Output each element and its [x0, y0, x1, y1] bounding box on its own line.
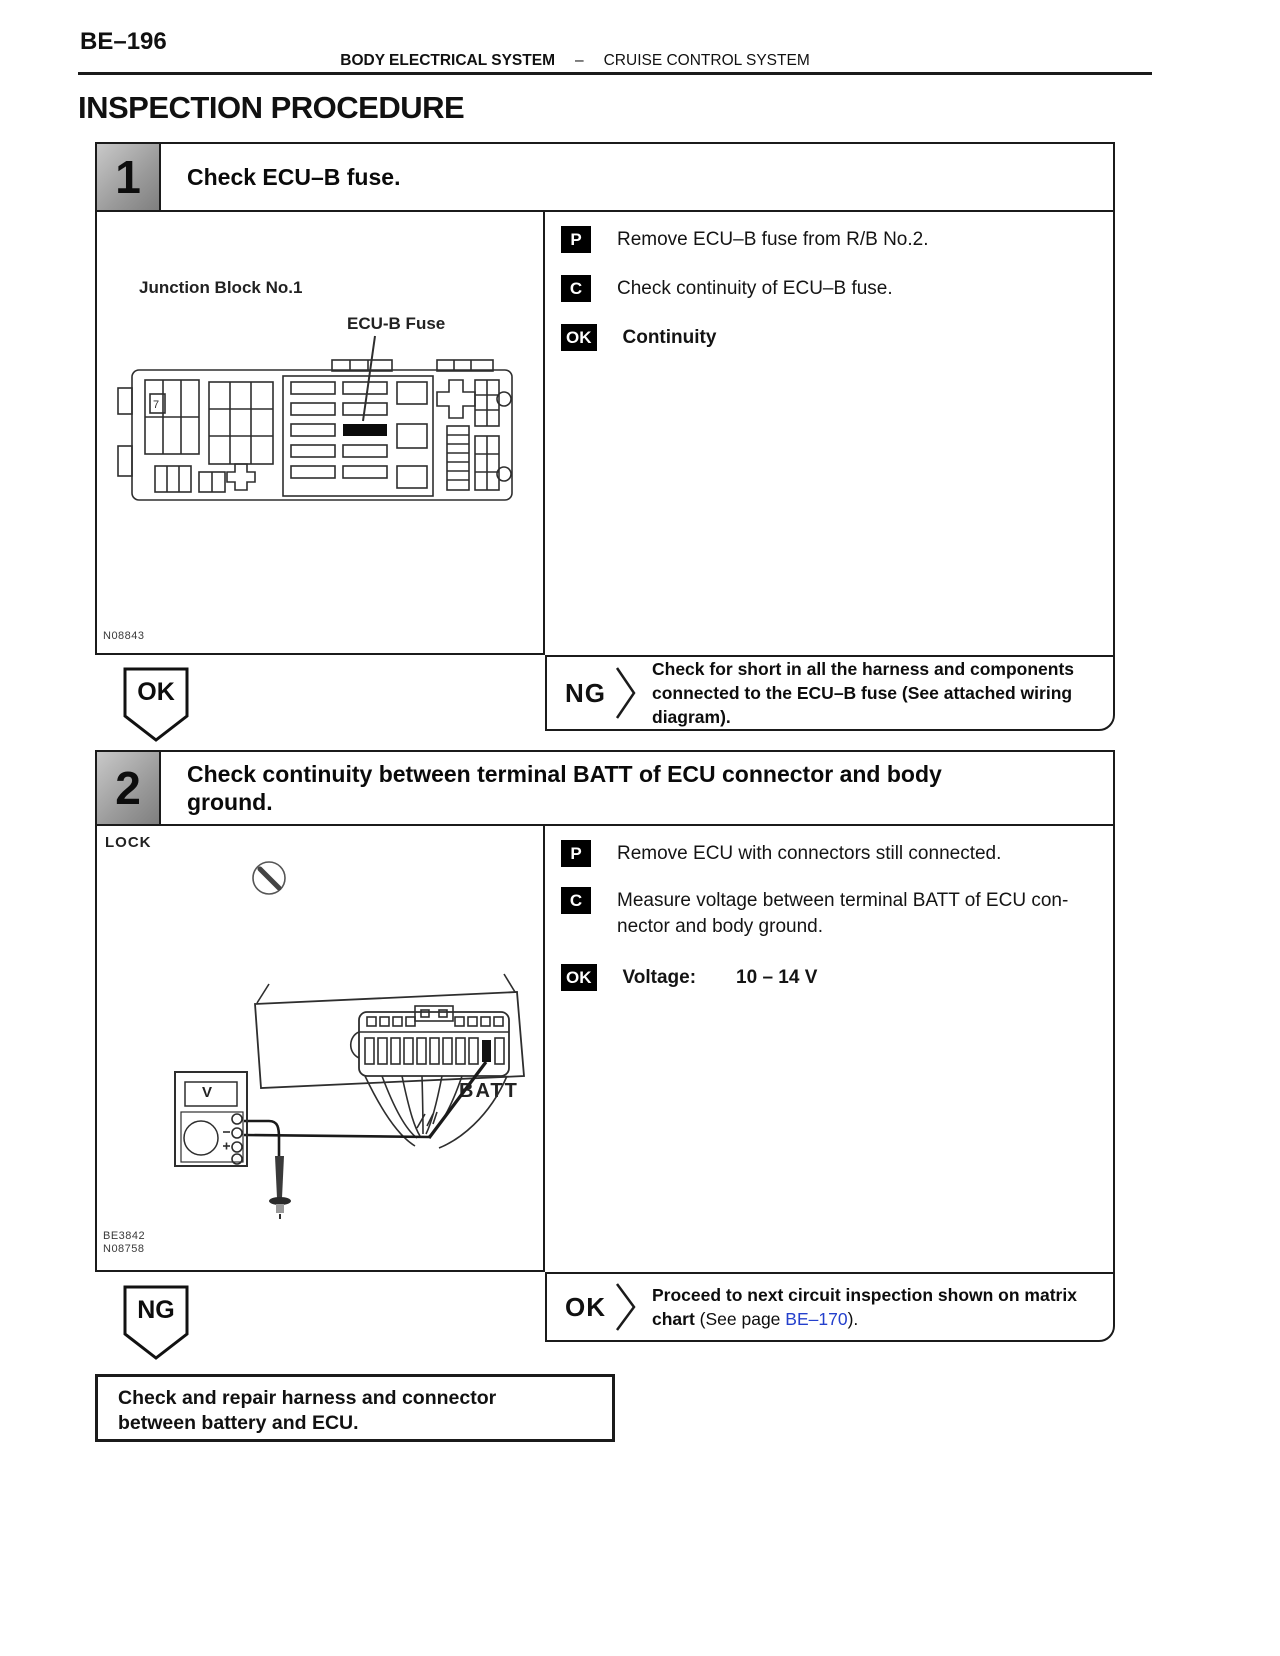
figure-code-step1: N08843: [103, 630, 145, 642]
instruction-row-prepare: P Remove ECU–B fuse from R/B No.2.: [561, 226, 1113, 253]
step-1-figure-cell: Junction Block No.1 ECU-B Fuse: [95, 212, 545, 655]
page-title: INSPECTION PROCEDURE: [78, 90, 465, 125]
prepare-badge: P: [561, 226, 591, 253]
figure-code-step2: BE3842 N08758: [103, 1230, 146, 1255]
step-1-title: Check ECU–B fuse.: [187, 164, 401, 190]
footer-action-text: between battery and ECU.: [118, 1412, 359, 1434]
ok-badge: OK: [561, 324, 597, 351]
section-title-divider: –: [574, 52, 584, 69]
instruction-row-ok: OK Continuity: [561, 324, 1113, 351]
branch-chevron-icon: [615, 1283, 636, 1331]
page-link-be-170[interactable]: BE–170: [785, 1309, 848, 1329]
instruction-row-ok: OK Voltage: 10 – 14 V: [561, 964, 1113, 991]
instruction-text: Remove ECU–B fuse from R/B No.2.: [617, 229, 929, 250]
instruction-text: Continuity: [622, 327, 717, 348]
step-1-number: 1: [97, 144, 161, 210]
section-title: BODY ELECTRICAL SYSTEM – CRUISE CONTROL …: [80, 52, 1070, 70]
flag-shape: [123, 1285, 189, 1360]
voltage-label: Voltage:: [622, 967, 697, 988]
section-title-right: CRUISE CONTROL SYSTEM: [603, 52, 810, 69]
step-1-instruction-cell: P Remove ECU–B fuse from R/B No.2. C Che…: [545, 212, 1115, 655]
footer-action-box: Check and repair harness and connector b…: [95, 1374, 615, 1442]
step-2-ok-branch: OK Proceed to next circuit inspection sh…: [545, 1272, 1115, 1342]
ok-branch-text: Proceed to next circuit inspection shown…: [652, 1285, 1077, 1329]
instruction-text: Measure voltage between terminal BATT of…: [617, 890, 1069, 937]
step-1-ng-branch: NG Check for short in all the harness an…: [545, 655, 1115, 731]
ok-flag-label: OK: [137, 678, 175, 706]
step-1-header: 1 Check ECU–B fuse.: [95, 142, 1115, 212]
step-2-title: Check continuity between terminal BATT o…: [187, 761, 942, 815]
voltmeter-display-label: V: [201, 1084, 212, 1101]
step-2-figure-cell: LOCK BATT V: [95, 826, 545, 1272]
fuse-cavity-number: 7: [153, 399, 159, 411]
branch-chevron-icon: [615, 667, 636, 719]
step-2-ng-flag: NG: [122, 1284, 190, 1362]
lock-label: LOCK: [105, 834, 152, 851]
ok-label: OK: [565, 1291, 606, 1322]
ng-label: NG: [565, 677, 606, 708]
check-badge: C: [561, 275, 591, 302]
voltage-value: 10 – 14 V: [736, 967, 818, 988]
instruction-text: Check continuity of ECU–B fuse.: [617, 278, 893, 299]
instruction-text: Remove ECU with connectors still connect…: [617, 843, 1002, 864]
header-rule: [78, 72, 1152, 75]
instruction-row-check: C Check continuity of ECU–B fuse.: [561, 275, 1113, 302]
footer-action-text: Check and repair harness and connector: [118, 1387, 497, 1409]
step-2-number: 2: [97, 752, 161, 824]
ecu-b-fuse-label: ECU-B Fuse: [347, 314, 446, 333]
flag-shape: [123, 667, 189, 742]
step-2-instruction-cell: P Remove ECU with connectors still conne…: [545, 826, 1115, 1272]
instruction-row-check: C Measure voltage between terminal BATT …: [561, 887, 1113, 940]
step-1-ok-flag: OK: [122, 666, 190, 744]
section-title-left: BODY ELECTRICAL SYSTEM: [340, 52, 555, 69]
prepare-badge: P: [561, 840, 591, 867]
ng-flag-label: NG: [137, 1296, 175, 1324]
ng-branch-text: Check for short in all the harness and c…: [652, 659, 1075, 727]
ecu-connector-figure: [174, 861, 525, 1219]
instruction-row-prepare: P Remove ECU with connectors still conne…: [561, 840, 1113, 867]
check-badge: C: [561, 887, 591, 914]
ok-badge: OK: [561, 964, 597, 991]
junction-block-label: Junction Block No.1: [139, 278, 303, 297]
junction-block-figure: 7: [117, 335, 513, 501]
step-2-header: 2 Check continuity between terminal BATT…: [95, 750, 1115, 826]
page-code: BE–196: [80, 28, 167, 55]
